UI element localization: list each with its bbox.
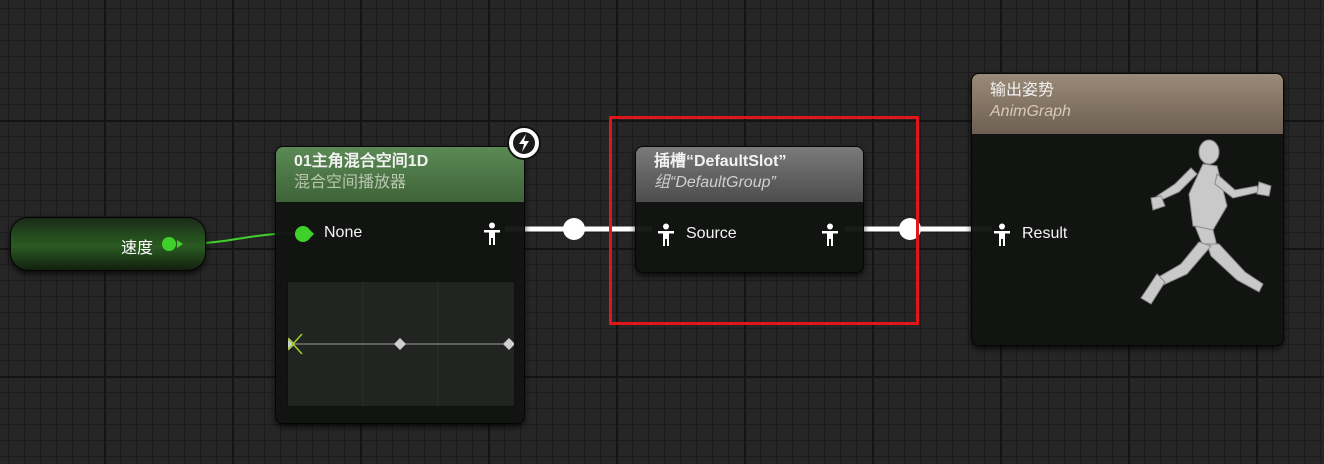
running-mannequin-icon: [1140, 139, 1272, 305]
preview-cursor-marker: [288, 333, 303, 355]
sample-point: [503, 338, 514, 350]
speed-variable-node[interactable]: 速度: [10, 217, 206, 271]
node-subtitle: 组“DefaultGroup”: [654, 174, 776, 191]
node-header: 01主角混合空间1D 混合空间播放器: [276, 147, 524, 202]
pose-pin-icon[interactable]: [820, 223, 840, 247]
pose-pin-icon[interactable]: [656, 223, 676, 247]
node-header: 输出姿势 AnimGraph: [972, 74, 1283, 134]
output-pose-node[interactable]: 输出姿势 AnimGraph Result: [971, 73, 1284, 346]
sample-point: [394, 338, 406, 350]
node-subtitle: AnimGraph: [990, 103, 1071, 120]
input-pin-label: Result: [1022, 225, 1068, 242]
node-title: 01主角混合空间1D: [294, 153, 429, 170]
node-header: 插槽“DefaultSlot” 组“DefaultGroup”: [636, 147, 863, 202]
node-title: 插槽“DefaultSlot”: [654, 153, 787, 170]
speed-label: 速度: [120, 240, 153, 257]
pose-pin-icon[interactable]: [482, 222, 502, 246]
wire-reroute-knot[interactable]: [899, 218, 921, 240]
input-pin-label: None: [324, 224, 363, 241]
node-title: 输出姿势: [990, 82, 1055, 99]
slot-node[interactable]: 插槽“DefaultSlot” 组“DefaultGroup” Source: [635, 146, 864, 273]
lightning-icon: [507, 126, 541, 160]
float-input-pin[interactable]: [293, 225, 315, 243]
blendspace-preview: [287, 281, 515, 407]
input-pin-label: Source: [686, 225, 737, 242]
pose-pin-icon[interactable]: [992, 223, 1012, 247]
blendspace-player-node[interactable]: 01主角混合空间1D 混合空间播放器 None: [275, 146, 525, 424]
highlight-box: [609, 116, 919, 325]
node-subtitle: 混合空间播放器: [294, 174, 407, 191]
wire-reroute-knot[interactable]: [563, 218, 585, 240]
float-output-pin[interactable]: [161, 236, 185, 252]
